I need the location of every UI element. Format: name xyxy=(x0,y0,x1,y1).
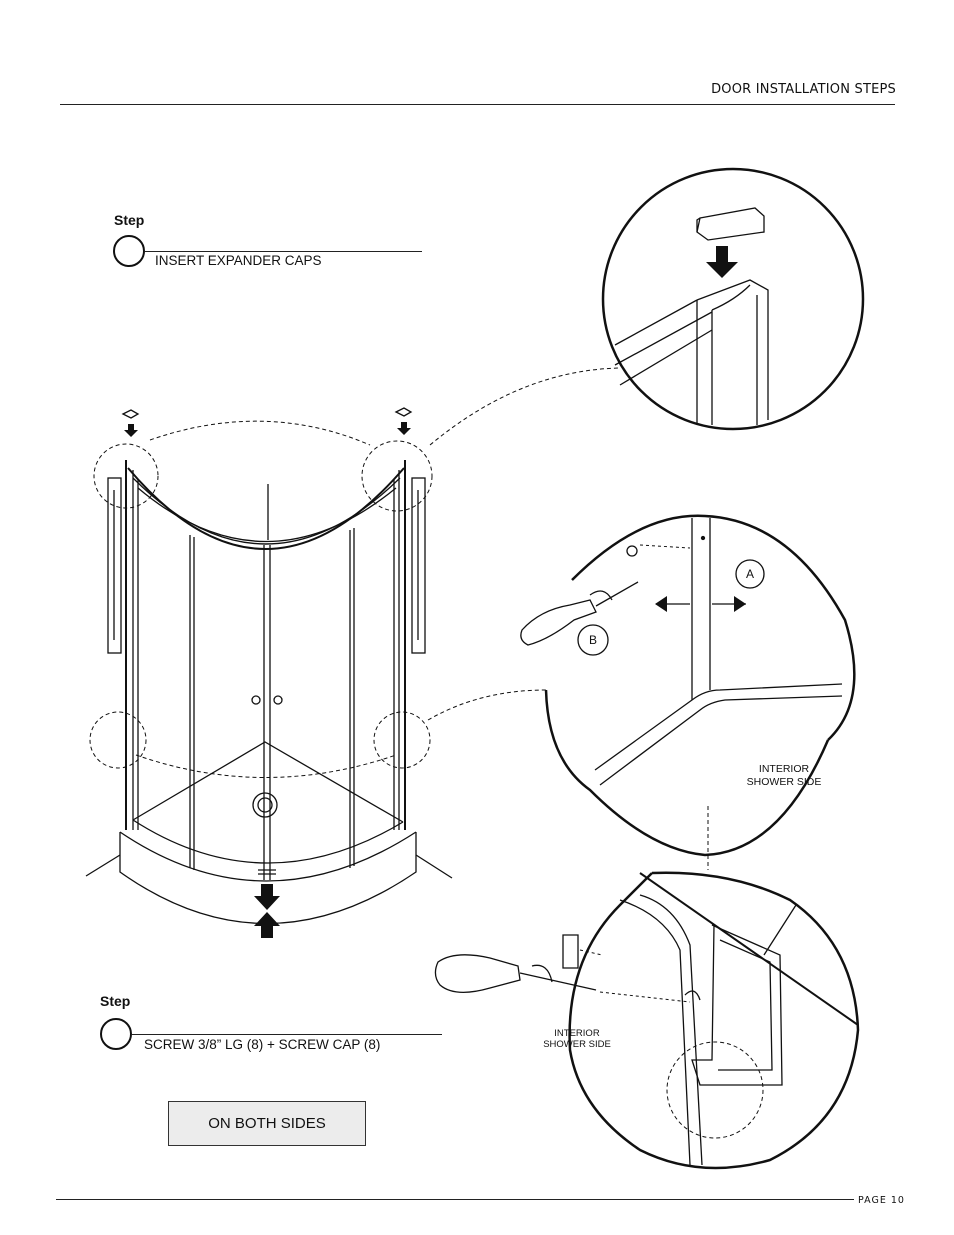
interior-side-upper-label: INTERIOR SHOWER SIDE xyxy=(728,763,840,789)
footer-rule xyxy=(56,1199,854,1200)
step-2-label: Step xyxy=(100,993,131,1009)
interior-side-lower-line2: SHOWER SIDE xyxy=(543,1039,611,1050)
step-1-label: Step xyxy=(114,212,145,228)
interior-side-upper-line2: SHOWER SIDE xyxy=(746,776,822,788)
expander-cap-detail xyxy=(601,167,865,431)
badge-a: A xyxy=(745,567,754,581)
step-2-number-circle xyxy=(100,1018,132,1050)
step-2-instruction: SCREW 3/8” LG (8) + SCREW CAP (8) xyxy=(144,1037,381,1052)
header-rule xyxy=(60,104,895,105)
screw-cap-detail xyxy=(520,514,856,857)
direction-arrows xyxy=(124,422,411,938)
step-1-instruction: INSERT EXPANDER CAPS xyxy=(155,253,322,268)
bracket-screw-detail xyxy=(434,871,860,1170)
step-1-number-circle xyxy=(113,235,145,267)
interior-side-lower-line1: INTERIOR xyxy=(554,1028,600,1039)
badge-b: B xyxy=(588,633,597,647)
detail-markers xyxy=(89,367,764,1139)
interior-side-upper-line1: INTERIOR xyxy=(758,763,810,775)
page-number: PAGE 10 xyxy=(858,1195,905,1206)
step-2-rule xyxy=(132,1034,442,1035)
interior-side-lower-label: INTERIOR SHOWER SIDE xyxy=(530,1028,624,1050)
shower-enclosure-drawing xyxy=(85,407,453,925)
step-1-rule xyxy=(145,251,422,252)
section-title: DOOR INSTALLATION STEPS xyxy=(711,82,896,97)
both-sides-note: ON BOTH SIDES xyxy=(168,1101,366,1146)
